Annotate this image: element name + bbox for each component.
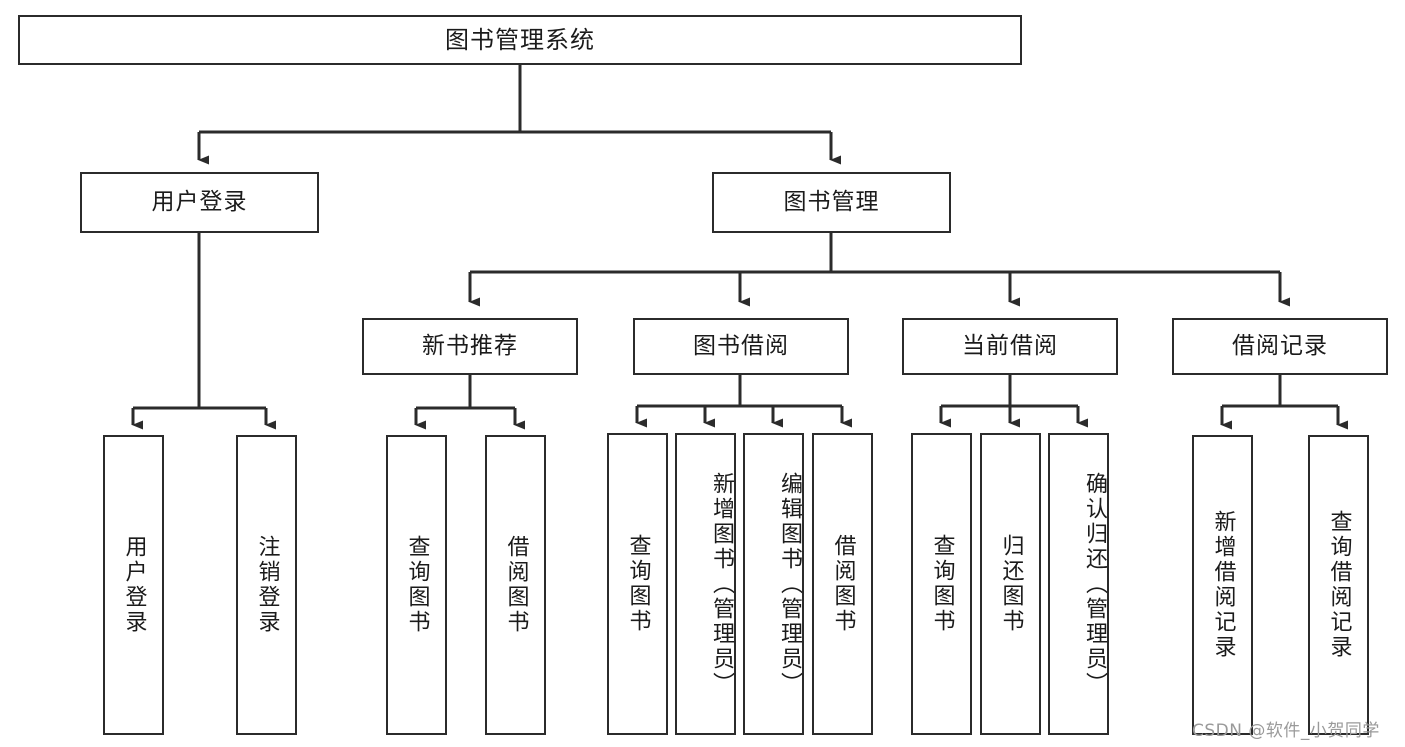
node-leaf-bb-edit[interactable]: 编辑图书（管理员） bbox=[743, 433, 804, 735]
node-label: 归还图书 bbox=[998, 534, 1024, 634]
node-label: 借阅记录 bbox=[1232, 332, 1328, 359]
node-label: 借阅图书 bbox=[503, 535, 529, 635]
node-label: 新书推荐 bbox=[422, 332, 518, 359]
node-label: 图书管理 bbox=[783, 188, 880, 215]
node-leaf-bb-query[interactable]: 查询图书 bbox=[607, 433, 668, 735]
node-book-borrow[interactable]: 图书借阅 bbox=[633, 318, 849, 375]
node-label: 编辑图书（管理员） bbox=[777, 471, 802, 697]
node-label: 查询图书 bbox=[625, 534, 651, 634]
node-label: 确认归还（管理员） bbox=[1082, 471, 1107, 697]
node-label: 图书借阅 bbox=[693, 332, 789, 359]
node-new-book-recommend[interactable]: 新书推荐 bbox=[362, 318, 578, 375]
node-leaf-nb-borrow[interactable]: 借阅图书 bbox=[485, 435, 546, 735]
node-label: 用户登录 bbox=[151, 188, 248, 215]
node-label: 查询图书 bbox=[929, 534, 955, 634]
node-label: 新增借阅记录 bbox=[1210, 510, 1236, 660]
csdn-watermark: CSDN @软件_小贺同学 bbox=[1192, 721, 1380, 741]
node-leaf-user-login[interactable]: 用户登录 bbox=[103, 435, 164, 735]
node-label: 查询图书 bbox=[404, 535, 430, 635]
node-leaf-cb-return[interactable]: 归还图书 bbox=[980, 433, 1041, 735]
node-label: 当前借阅 bbox=[962, 332, 1058, 359]
node-leaf-cb-query[interactable]: 查询图书 bbox=[911, 433, 972, 735]
node-label: 用户登录 bbox=[121, 535, 147, 635]
node-leaf-bb-borrow[interactable]: 借阅图书 bbox=[812, 433, 873, 735]
node-leaf-bb-add[interactable]: 新增图书（管理员） bbox=[675, 433, 736, 735]
node-label: 图书管理系统 bbox=[445, 25, 595, 54]
node-leaf-br-add[interactable]: 新增借阅记录 bbox=[1192, 435, 1253, 735]
node-user-login[interactable]: 用户登录 bbox=[80, 172, 319, 233]
node-label: 新增图书（管理员） bbox=[709, 471, 734, 697]
node-root-book-management-system[interactable]: 图书管理系统 bbox=[18, 15, 1022, 65]
node-leaf-nb-query[interactable]: 查询图书 bbox=[386, 435, 447, 735]
node-leaf-cb-confirm[interactable]: 确认归还（管理员） bbox=[1048, 433, 1109, 735]
node-leaf-user-logout[interactable]: 注销登录 bbox=[236, 435, 297, 735]
node-label: 查询借阅记录 bbox=[1326, 510, 1352, 660]
node-current-borrow[interactable]: 当前借阅 bbox=[902, 318, 1118, 375]
node-borrow-record[interactable]: 借阅记录 bbox=[1172, 318, 1388, 375]
node-book-manage[interactable]: 图书管理 bbox=[712, 172, 951, 233]
node-leaf-br-query[interactable]: 查询借阅记录 bbox=[1308, 435, 1369, 735]
node-label: 注销登录 bbox=[254, 535, 280, 635]
node-label: 借阅图书 bbox=[830, 534, 856, 634]
